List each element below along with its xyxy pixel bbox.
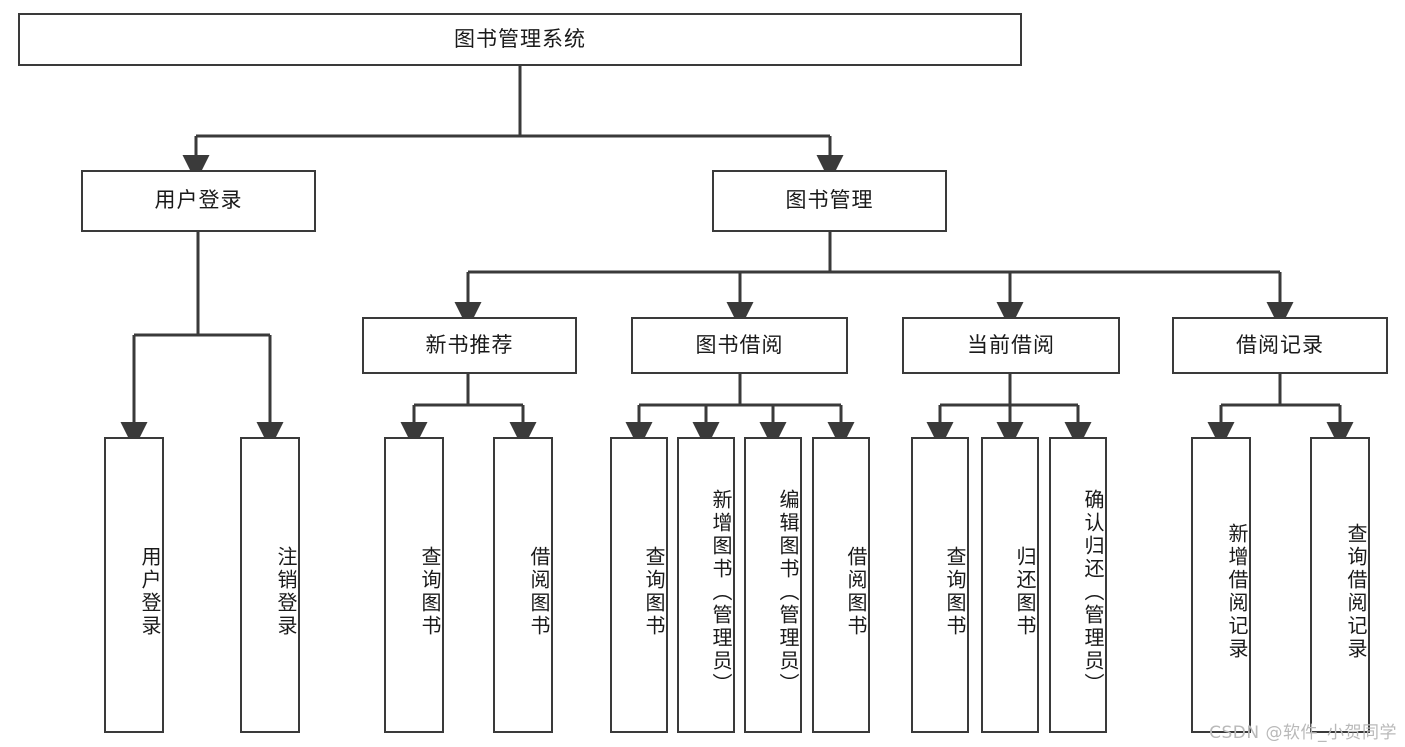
node-label: 用户登录	[138, 546, 162, 638]
node-label: 图书管理	[785, 188, 874, 213]
leaf-edit-book-admin[interactable]: 编辑图书（管理员）	[744, 437, 802, 733]
node-book-management[interactable]: 图书管理	[712, 170, 947, 232]
node-borrowing-records[interactable]: 借阅记录	[1172, 317, 1388, 374]
node-label: 新增图书（管理员）	[709, 488, 733, 696]
leaf-user-login[interactable]: 用户登录	[104, 437, 164, 733]
node-label: 借阅图书	[844, 546, 868, 638]
leaf-query-book-borrowing[interactable]: 查询图书	[610, 437, 668, 733]
leaf-borrow-book-borrowing[interactable]: 借阅图书	[812, 437, 870, 733]
node-label: 图书借阅	[695, 332, 784, 357]
node-label: 新书推荐	[425, 332, 514, 357]
leaf-query-book-new-recommendation[interactable]: 查询图书	[384, 437, 444, 733]
node-label: 用户登录	[154, 188, 243, 213]
leaf-add-borrowing-record[interactable]: 新增借阅记录	[1191, 437, 1251, 733]
node-label: 借阅记录	[1236, 332, 1324, 357]
node-label: 图书管理系统	[454, 26, 586, 51]
leaf-user-logout[interactable]: 注销登录	[240, 437, 300, 733]
node-label: 归还图书	[1013, 546, 1037, 638]
node-label: 查询图书	[642, 546, 666, 638]
node-user-login[interactable]: 用户登录	[81, 170, 316, 232]
node-label: 编辑图书（管理员）	[776, 488, 800, 696]
leaf-confirm-return-admin[interactable]: 确认归还（管理员）	[1049, 437, 1107, 733]
node-label: 查询图书	[418, 546, 442, 638]
leaf-return-book[interactable]: 归还图书	[981, 437, 1039, 733]
node-book-borrowing[interactable]: 图书借阅	[631, 317, 848, 374]
leaf-add-book-admin[interactable]: 新增图书（管理员）	[677, 437, 735, 733]
node-label: 借阅图书	[527, 546, 551, 638]
node-label: 当前借阅	[967, 332, 1055, 357]
node-root-book-management-system[interactable]: 图书管理系统	[18, 13, 1022, 66]
node-current-borrowing[interactable]: 当前借阅	[902, 317, 1120, 374]
node-label: 查询借阅记录	[1344, 523, 1368, 661]
csdn-watermark: CSDN @软件_小贺同学	[1209, 723, 1397, 743]
leaf-query-borrowing-record[interactable]: 查询借阅记录	[1310, 437, 1370, 733]
node-label: 确认归还（管理员）	[1081, 488, 1105, 696]
node-label: 查询图书	[943, 546, 967, 638]
leaf-borrow-book-new-recommendation[interactable]: 借阅图书	[493, 437, 553, 733]
node-label: 注销登录	[274, 546, 298, 638]
leaf-query-book-current[interactable]: 查询图书	[911, 437, 969, 733]
node-label: 新增借阅记录	[1225, 523, 1249, 661]
node-new-book-recommendation[interactable]: 新书推荐	[362, 317, 577, 374]
